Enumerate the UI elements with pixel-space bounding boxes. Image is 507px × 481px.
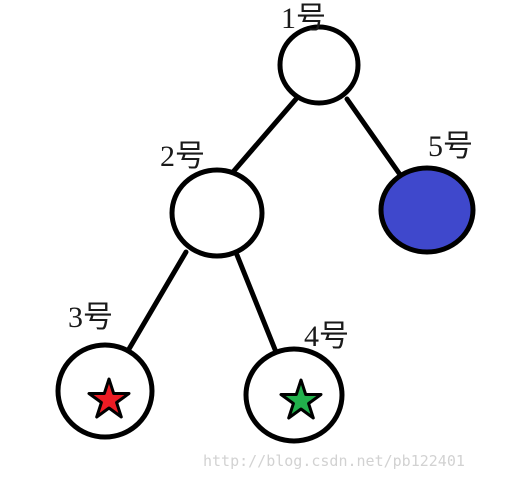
node-5-circle bbox=[378, 165, 476, 255]
watermark-text: http://blog.csdn.net/pb122401 bbox=[203, 452, 465, 470]
node-1: 1号 bbox=[277, 2, 361, 106]
node-2-circle bbox=[169, 167, 265, 259]
edge-1-2 bbox=[230, 96, 299, 175]
node-4: 4号 bbox=[243, 320, 349, 444]
node-3-label: 3号 bbox=[68, 301, 113, 334]
edge-2-3 bbox=[126, 249, 189, 352]
node-5-label: 5号 bbox=[428, 130, 473, 163]
red-star-icon bbox=[87, 377, 131, 419]
green-star-icon bbox=[279, 378, 323, 420]
node-1-circle bbox=[277, 24, 361, 106]
node-3: 3号 bbox=[55, 301, 155, 440]
node-2-label: 2号 bbox=[160, 140, 205, 173]
edge-1-5 bbox=[344, 96, 404, 179]
node-1-label: 1号 bbox=[281, 2, 326, 35]
edge-2-4 bbox=[234, 252, 279, 355]
node-4-label: 4号 bbox=[304, 320, 349, 353]
node-5: 5号 bbox=[378, 130, 476, 255]
node-2: 2号 bbox=[160, 140, 265, 259]
